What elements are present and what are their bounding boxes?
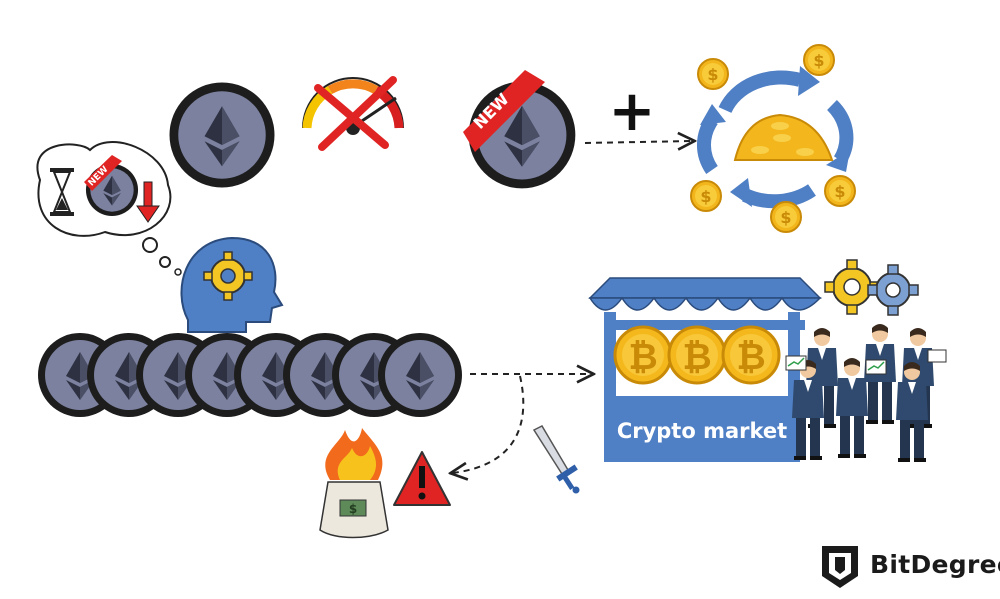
bitcoin-symbol-2: ₿ bbox=[682, 337, 711, 378]
warning-icon bbox=[393, 451, 451, 506]
eth-coin-new: NEW bbox=[463, 70, 576, 189]
plus-sign: + bbox=[609, 79, 656, 144]
bitcoin-symbol-1: ₿ bbox=[628, 337, 657, 378]
burning-money-bag-icon: $ bbox=[319, 428, 389, 539]
head-gear-icon bbox=[180, 236, 284, 333]
eth-coin-large bbox=[169, 82, 275, 188]
sword-icon bbox=[532, 425, 580, 494]
arrow-to-warning bbox=[452, 375, 525, 473]
traders-group bbox=[785, 324, 947, 462]
market-label: Crypto market bbox=[617, 419, 787, 443]
staking-rewards-cycle: $ $ $ $ $ bbox=[690, 44, 856, 233]
brand-logo: BitDegree bbox=[862, 540, 1000, 588]
gears-icon bbox=[824, 259, 919, 316]
arrow-to-rewards bbox=[584, 141, 693, 143]
down-arrow-icon bbox=[136, 181, 160, 223]
eth-coin-8 bbox=[378, 333, 462, 417]
bitdegree-shield-icon bbox=[822, 546, 858, 588]
coin-dollar-4: $ bbox=[834, 182, 845, 201]
coin-dollar-2: $ bbox=[813, 51, 824, 70]
coin-dollar-3: $ bbox=[700, 187, 711, 206]
coin-dollar-1: $ bbox=[707, 65, 718, 84]
bitcoin-symbol-3: ₿ bbox=[736, 337, 765, 378]
thought-bubble: NEW bbox=[36, 141, 182, 276]
bitcoin-coins: ₿ ₿ ₿ bbox=[613, 325, 781, 385]
coin-dollar-5: $ bbox=[780, 208, 791, 227]
money-bag-symbol: $ bbox=[349, 502, 357, 516]
hourglass-icon bbox=[50, 168, 74, 216]
brand-name: BitDegree bbox=[870, 549, 1000, 579]
eth-coin-row bbox=[38, 333, 462, 417]
gauge-crossed-icon bbox=[302, 76, 404, 151]
